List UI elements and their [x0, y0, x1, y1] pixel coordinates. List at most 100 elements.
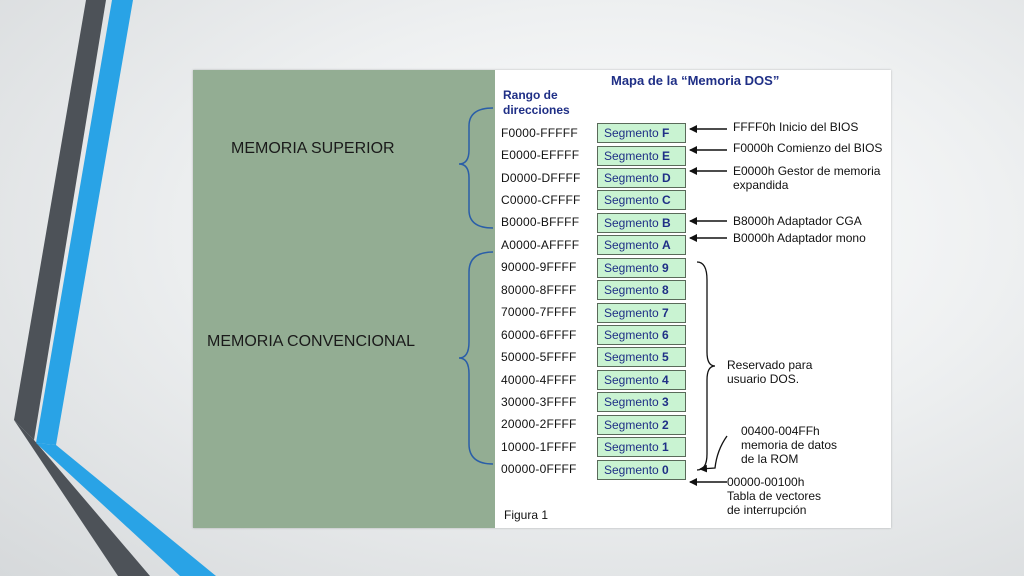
address-range: 60000-6FFFF [501, 328, 577, 342]
address-range: A0000-AFFFF [501, 238, 580, 252]
segment-box: Segmento F [597, 123, 686, 143]
segment-box: Segmento C [597, 190, 686, 210]
address-range: B0000-BFFFF [501, 215, 580, 229]
address-range-header: Rango de direcciones [503, 88, 570, 118]
segment-letter: F [662, 126, 670, 140]
segment-letter: C [662, 193, 671, 207]
segment-letter: 7 [662, 306, 669, 320]
segment-box: Segmento 2 [597, 415, 686, 435]
segment-word: Segmento [604, 149, 659, 163]
segment-letter: 8 [662, 283, 669, 297]
note-bios-begin: F0000h Comienzo del BIOS [733, 141, 883, 155]
stripe-gray-top [14, 0, 106, 440]
segment-box: Segmento E [597, 146, 686, 166]
address-range: C0000-CFFFF [501, 193, 581, 207]
address-range: E0000-EFFFF [501, 148, 580, 162]
address-range: 70000-7FFFF [501, 305, 577, 319]
segment-letter: 0 [662, 463, 669, 477]
note-ems-line2: expandida [733, 178, 789, 192]
note-ems: E0000h Gestor de memoria expandida [733, 164, 880, 192]
address-range: 50000-5FFFF [501, 350, 577, 364]
upper-memory-label: MEMORIA SUPERIOR [231, 140, 395, 157]
segment-letter: 3 [662, 395, 669, 409]
segment-box: Segmento 4 [597, 370, 686, 390]
segment-letter: B [662, 216, 671, 230]
segment-box: Segmento 8 [597, 280, 686, 300]
segment-box: Segmento 1 [597, 437, 686, 457]
note-rom-line1: 00400-004FFh [741, 424, 820, 438]
address-range: 30000-3FFFF [501, 395, 577, 409]
note-rom-data: 00400-004FFh memoria de datos de la ROM [741, 424, 837, 466]
segment-box: Segmento 7 [597, 303, 686, 323]
dos-memory-map-figure: Mapa de la “Memoria DOS” Rango de direcc… [495, 70, 891, 528]
segment-box: Segmento D [597, 168, 686, 188]
segment-word: Segmento [604, 350, 659, 364]
segment-letter: D [662, 171, 671, 185]
stripe-gray-bottom [14, 420, 150, 576]
note-mono: B0000h Adaptador mono [733, 231, 866, 245]
stripe-blue-bottom [36, 443, 216, 576]
segment-box: Segmento B [597, 213, 686, 233]
segment-letter: 9 [662, 261, 669, 275]
arrow-rom-data [699, 435, 728, 473]
note-ivt-line2: Tabla de vectores [727, 489, 822, 503]
address-range: 80000-8FFFF [501, 283, 577, 297]
segment-box: Segmento 9 [597, 258, 686, 278]
address-range-header-line2: direcciones [503, 103, 570, 117]
address-range: 20000-2FFFF [501, 417, 577, 431]
segment-word: Segmento [604, 216, 659, 230]
note-rom-line3: de la ROM [741, 452, 799, 466]
segment-letter: 5 [662, 350, 669, 364]
stripe-blue-top [36, 0, 133, 445]
segment-word: Segmento [604, 193, 659, 207]
segment-letter: A [662, 238, 671, 252]
note-ivt-line3: de interrupción [727, 503, 807, 517]
segment-word: Segmento [604, 395, 659, 409]
segment-word: Segmento [604, 328, 659, 342]
address-range: 10000-1FFFF [501, 440, 577, 454]
address-range: 00000-0FFFF [501, 462, 577, 476]
segment-letter: E [662, 149, 671, 163]
segment-box: Segmento 0 [597, 460, 686, 480]
annotation-arrows [689, 125, 728, 486]
note-ivt: 00000-00100h Tabla de vectores de interr… [727, 475, 821, 517]
segment-letter: 2 [662, 418, 669, 432]
segment-word: Segmento [604, 306, 659, 320]
address-range: D0000-DFFFF [501, 171, 581, 185]
segment-box: Segmento 5 [597, 347, 686, 367]
memory-region-panel: MEMORIA SUPERIOR MEMORIA CONVENCIONAL [193, 70, 495, 528]
figure-title: Mapa de la “Memoria DOS” [611, 73, 780, 88]
address-range: 90000-9FFFF [501, 260, 577, 274]
note-bios-start: FFFF0h Inicio del BIOS [733, 120, 859, 134]
segment-word: Segmento [604, 261, 659, 275]
segment-word: Segmento [604, 463, 659, 477]
segment-word: Segmento [604, 238, 659, 252]
address-range: F0000-FFFFF [501, 126, 578, 140]
region-braces [458, 107, 494, 465]
segment-letter: 4 [662, 373, 669, 387]
address-range: 40000-4FFFF [501, 373, 577, 387]
segment-letter: 6 [662, 328, 669, 342]
memory-map-slide: MEMORIA SUPERIOR MEMORIA CONVENCIONAL Ma… [193, 70, 891, 528]
segment-word: Segmento [604, 283, 659, 297]
conventional-memory-brace [458, 251, 494, 465]
segment-word: Segmento [604, 126, 659, 140]
address-range-header-line1: Rango de [503, 88, 558, 102]
segment-box: Segmento A [597, 235, 686, 255]
segment-word: Segmento [604, 373, 659, 387]
segment-box: Segmento 6 [597, 325, 686, 345]
note-ivt-line1: 00000-00100h [727, 475, 805, 489]
note-dos-line1: Reservado para [727, 358, 813, 372]
segment-word: Segmento [604, 440, 659, 454]
segment-word: Segmento [604, 418, 659, 432]
segment-letter: 1 [662, 440, 669, 454]
segment-word: Segmento [604, 171, 659, 185]
note-dos-reserved: Reservado para usuario DOS. [727, 358, 812, 386]
dos-reserved-brace [696, 261, 716, 471]
upper-memory-brace [458, 107, 494, 229]
note-cga: B8000h Adaptador CGA [733, 214, 862, 228]
conventional-memory-label: MEMORIA CONVENCIONAL [207, 333, 416, 350]
note-ems-line1: E0000h Gestor de memoria [733, 164, 881, 178]
segment-box: Segmento 3 [597, 392, 686, 412]
